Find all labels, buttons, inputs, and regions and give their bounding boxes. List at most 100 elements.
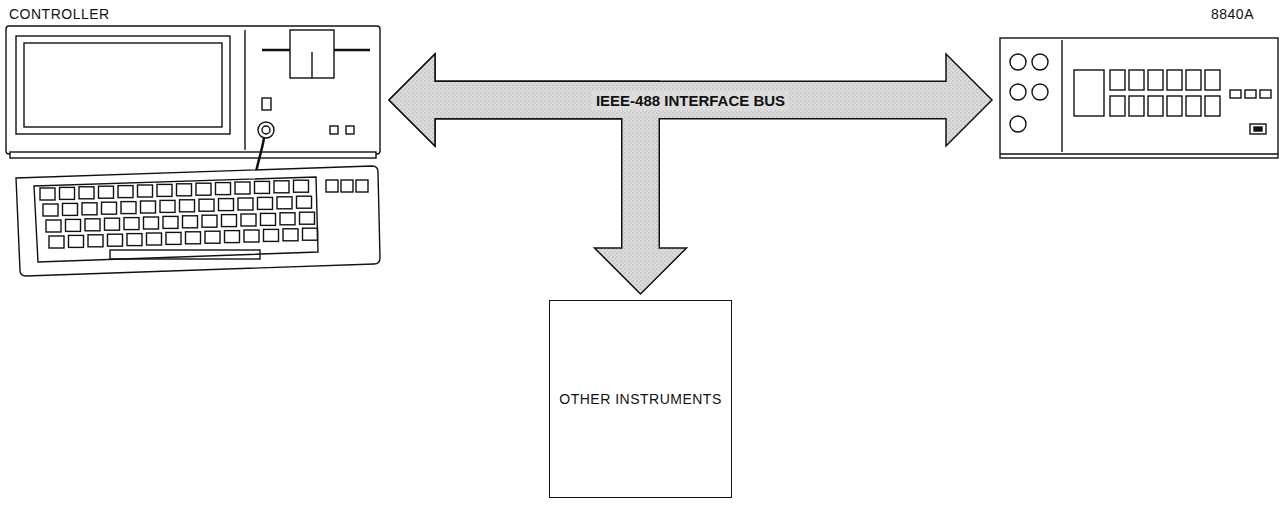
key xyxy=(166,232,181,244)
meter-foot xyxy=(1000,153,1278,154)
function-button xyxy=(1148,96,1163,116)
function-button xyxy=(1167,96,1182,116)
key xyxy=(43,204,58,216)
trigger-button xyxy=(1260,90,1271,98)
keyboard-socket xyxy=(258,122,274,138)
key xyxy=(261,213,276,225)
keyboard-body xyxy=(16,166,380,276)
key xyxy=(283,229,298,241)
key xyxy=(88,235,103,247)
computer-housing xyxy=(6,26,380,154)
keyboard-cable xyxy=(256,138,264,172)
function-button xyxy=(1110,96,1125,116)
unit-label: CONTROLLER xyxy=(9,6,383,22)
key xyxy=(222,215,237,227)
bus-label: IEEE-488 INTERFACE BUS xyxy=(592,91,789,110)
key xyxy=(102,202,117,214)
meter-divider xyxy=(1061,40,1062,152)
key xyxy=(186,232,201,244)
key xyxy=(199,199,214,211)
unit-label: 8840A xyxy=(998,6,1254,22)
key xyxy=(235,182,250,194)
key xyxy=(127,234,142,246)
indicator xyxy=(346,126,354,134)
key xyxy=(49,236,64,248)
power-button xyxy=(262,98,271,110)
key xyxy=(326,180,338,192)
key xyxy=(196,183,211,195)
controller-unit: CONTROLLER xyxy=(5,4,383,276)
input-jack xyxy=(1010,84,1026,100)
key-field xyxy=(34,177,318,262)
key xyxy=(225,231,240,243)
key xyxy=(216,183,231,195)
key xyxy=(141,201,156,213)
input-jack xyxy=(1032,54,1048,70)
bus-shaft xyxy=(432,100,641,251)
key xyxy=(341,180,353,192)
trigger-button xyxy=(1245,90,1256,98)
computer-screen-bezel xyxy=(16,36,230,134)
computer-base xyxy=(10,152,376,158)
key xyxy=(46,220,61,232)
key xyxy=(144,217,159,229)
key xyxy=(82,203,97,215)
key xyxy=(85,219,100,231)
function-button xyxy=(1167,70,1182,90)
key xyxy=(238,198,253,210)
key xyxy=(264,229,279,241)
key xyxy=(219,199,234,211)
input-jack xyxy=(1032,84,1048,100)
key xyxy=(274,181,289,193)
panel-divider xyxy=(244,30,245,150)
function-button xyxy=(1205,70,1220,90)
bus-outline xyxy=(435,100,641,248)
space-bar xyxy=(110,250,260,259)
key xyxy=(303,228,318,240)
meter-housing xyxy=(1000,38,1278,158)
key xyxy=(99,186,114,198)
multimeter-unit: 8840A xyxy=(998,4,1274,160)
disk-door xyxy=(290,30,334,78)
computer-screen xyxy=(24,43,222,127)
key xyxy=(202,215,217,227)
key xyxy=(108,234,123,246)
key xyxy=(300,212,315,224)
key xyxy=(157,184,172,196)
key xyxy=(121,202,136,214)
key xyxy=(60,187,75,199)
key xyxy=(255,181,270,193)
key xyxy=(205,231,220,243)
instrument-box: OTHER INSTRUMENTS xyxy=(549,300,732,498)
key xyxy=(124,218,139,230)
key xyxy=(79,187,94,199)
disk-latch xyxy=(311,52,312,78)
keys xyxy=(40,180,368,259)
key xyxy=(40,188,55,200)
key xyxy=(177,184,192,196)
box-label: OTHER INSTRUMENTS xyxy=(559,391,722,407)
power-switch xyxy=(1250,124,1266,134)
key xyxy=(244,230,259,242)
key xyxy=(294,180,309,192)
keyboard-socket-inner xyxy=(262,126,270,134)
function-button xyxy=(1129,70,1144,90)
function-button xyxy=(1110,70,1125,90)
key xyxy=(297,196,312,208)
key xyxy=(69,235,84,247)
bus-arrowhead xyxy=(595,248,687,294)
key xyxy=(118,186,133,198)
function-button xyxy=(1205,96,1220,116)
bus-arrowhead xyxy=(389,54,435,146)
meter-buttons xyxy=(1074,70,1271,116)
function-button xyxy=(1186,96,1201,116)
input-jacks xyxy=(1010,54,1048,132)
trigger-button xyxy=(1230,90,1241,98)
function-button xyxy=(1129,96,1144,116)
indicator xyxy=(330,126,338,134)
key xyxy=(160,200,175,212)
key xyxy=(258,197,273,209)
key xyxy=(180,200,195,212)
function-button xyxy=(1148,70,1163,90)
key xyxy=(183,216,198,228)
